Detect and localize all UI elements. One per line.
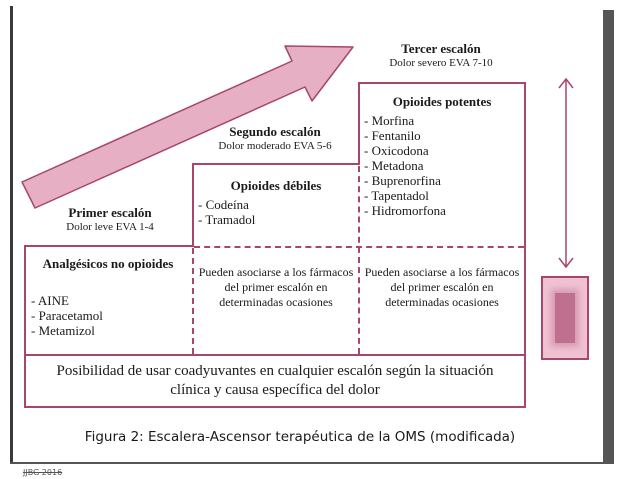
step1-top-line bbox=[24, 245, 194, 247]
credit-text: JJBG 2016 bbox=[23, 468, 63, 477]
drug-item: - Metadona bbox=[364, 158, 424, 173]
step1-drug-list: - AINE - Paracetamol - Metamizol bbox=[31, 293, 181, 338]
step2-title: Segundo escalón bbox=[229, 124, 321, 139]
frame-bottom-border bbox=[10, 462, 614, 464]
drug-item: - Buprenorfina bbox=[364, 173, 441, 188]
drug-item: - Morfina bbox=[364, 113, 415, 128]
drug-item: - Metamizol bbox=[31, 323, 95, 338]
step3-drug-list: - Morfina - Fentanilo - Oxicodona - Meta… bbox=[364, 113, 519, 218]
step3-note: Pueden asociarse a los fármacos del prim… bbox=[364, 265, 520, 309]
step-outline-right bbox=[524, 82, 526, 408]
double-vertical-arrow-icon bbox=[558, 77, 574, 269]
step2-top-line bbox=[192, 163, 360, 165]
dashed-divider-step2 bbox=[192, 248, 194, 354]
step2-group-title: Opioides débiles bbox=[230, 178, 322, 193]
step-outline-left bbox=[24, 246, 26, 355]
step1-title: Primer escalón bbox=[68, 205, 152, 220]
elevator-icon bbox=[541, 276, 589, 360]
step3-subtitle: Dolor severo EVA 7-10 bbox=[389, 57, 493, 69]
coadjuvant-text: Posibilidad de usar coadyuvantes en cual… bbox=[56, 363, 494, 398]
step3-riser bbox=[358, 82, 360, 165]
step1-heading: Primer escalón Dolor leve EVA 1-4 bbox=[40, 205, 180, 234]
dashed-divider-step3 bbox=[358, 166, 360, 354]
step3-top-line bbox=[358, 82, 526, 84]
base-box-top bbox=[24, 354, 526, 356]
drug-item: - AINE bbox=[31, 293, 69, 308]
drug-item: - Hidromorfona bbox=[364, 203, 446, 218]
elevator-cabin bbox=[555, 293, 575, 343]
step3-group-title: Opioides potentes bbox=[392, 94, 492, 109]
step2-subtitle: Dolor moderado EVA 5-6 bbox=[218, 140, 332, 152]
step3-heading: Tercer escalón Dolor severo EVA 7-10 bbox=[366, 41, 516, 70]
drug-item: - Tapentadol bbox=[364, 188, 429, 203]
step2-riser bbox=[192, 163, 194, 247]
step2-drug-list: - Codeína - Tramadol bbox=[198, 197, 353, 227]
drug-item: - Tramadol bbox=[198, 212, 256, 227]
frame-right-border bbox=[603, 10, 614, 464]
base-box-left bbox=[24, 354, 26, 408]
step3-title: Tercer escalón bbox=[401, 41, 481, 56]
figure-caption: Figura 2: Escalera-Ascensor terapéutica … bbox=[84, 429, 516, 445]
drug-item: - Paracetamol bbox=[31, 308, 103, 323]
step2-note: Pueden asociarse a los fármacos del prim… bbox=[198, 265, 354, 309]
frame-left-border bbox=[10, 6, 13, 464]
drug-item: - Oxicodona bbox=[364, 143, 429, 158]
base-box-bottom bbox=[24, 406, 526, 408]
drug-item: - Codeína bbox=[198, 197, 249, 212]
step2-heading: Segundo escalón Dolor moderado EVA 5-6 bbox=[200, 124, 350, 153]
arrow-up-right-icon bbox=[21, 45, 354, 209]
step1-group-title: Analgésicos no opioides bbox=[42, 256, 174, 271]
drug-item: - Fentanilo bbox=[364, 128, 421, 143]
step1-subtitle: Dolor leve EVA 1-4 bbox=[66, 221, 154, 233]
